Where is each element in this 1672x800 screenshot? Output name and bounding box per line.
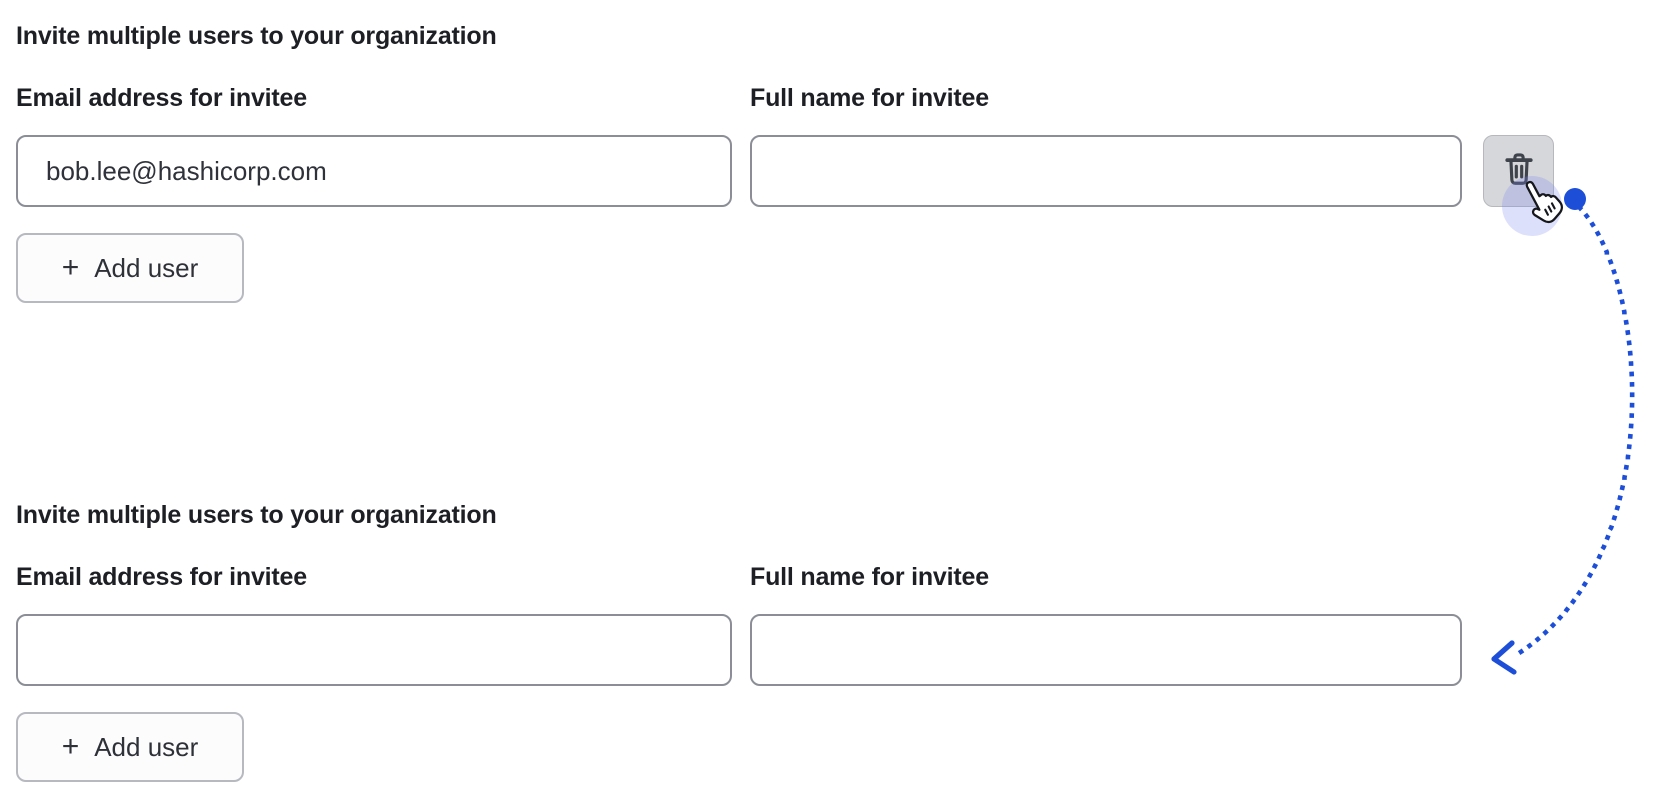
- fullname-field[interactable]: [750, 614, 1462, 686]
- delete-user-button[interactable]: [1483, 135, 1554, 207]
- email-field-group: Email address for invitee: [16, 563, 732, 686]
- email-label: Email address for invitee: [16, 563, 307, 591]
- fullname-field-group: Full name for invitee: [750, 563, 1462, 686]
- add-user-button[interactable]: + Add user: [16, 233, 244, 303]
- fullname-label: Full name for invitee: [750, 84, 989, 112]
- fullname-field[interactable]: [750, 135, 1462, 207]
- trash-icon: [1500, 150, 1538, 193]
- email-field-group: Email address for invitee: [16, 84, 732, 207]
- invitee-row: Email address for invitee Full name for …: [16, 84, 1672, 207]
- fullname-label: Full name for invitee: [750, 563, 989, 591]
- plus-icon: +: [61, 730, 80, 763]
- add-user-label: Add user: [94, 731, 199, 762]
- invite-users-form-before: Invite multiple users to your organizati…: [0, 0, 1672, 303]
- email-label: Email address for invitee: [16, 84, 307, 112]
- invitee-row: Email address for invitee Full name for …: [16, 563, 1672, 686]
- plus-icon: +: [61, 251, 80, 284]
- add-user-button[interactable]: + Add user: [16, 712, 244, 782]
- form-heading: Invite multiple users to your organizati…: [16, 22, 497, 50]
- email-field[interactable]: [16, 135, 732, 207]
- invite-users-form-after: Invite multiple users to your organizati…: [0, 500, 1672, 782]
- fullname-field-group: Full name for invitee: [750, 84, 1462, 207]
- email-field[interactable]: [16, 614, 732, 686]
- form-heading: Invite multiple users to your organizati…: [16, 501, 497, 529]
- add-user-label: Add user: [94, 252, 199, 283]
